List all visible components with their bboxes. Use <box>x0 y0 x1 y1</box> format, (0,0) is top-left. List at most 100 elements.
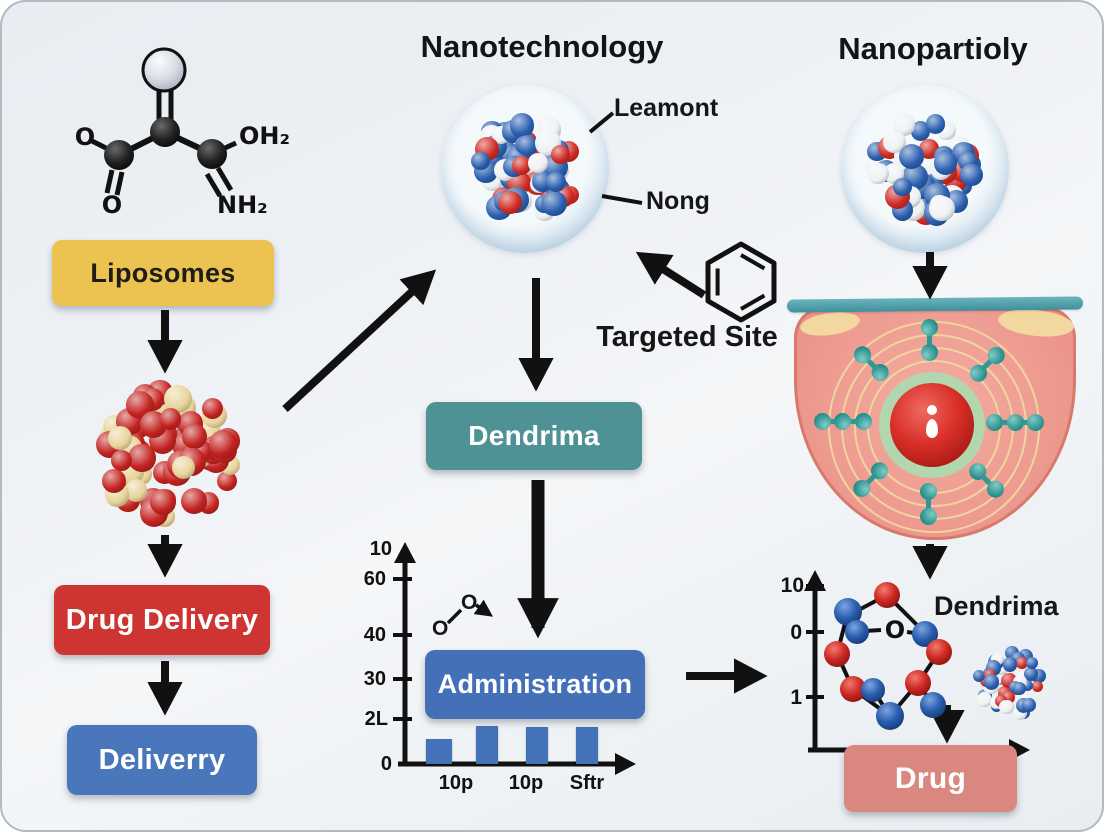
sphere <box>1022 698 1036 712</box>
sphere <box>124 479 148 502</box>
sphere <box>999 699 1014 714</box>
bar <box>576 726 598 764</box>
drug-delivery-label: Drug Delivery <box>65 603 259 636</box>
receptor <box>920 483 938 525</box>
nanoparticle-right <box>841 85 1009 253</box>
drug-label: Drug <box>894 761 967 795</box>
silver-atom <box>141 47 187 93</box>
label-targeted-site: Targeted Site <box>596 321 778 353</box>
sphere <box>540 190 567 217</box>
sphere <box>128 444 156 472</box>
deliverry-box: Deliverry <box>67 725 257 795</box>
sphere <box>180 488 207 515</box>
sphere <box>984 674 1000 690</box>
sphere <box>910 121 931 141</box>
x-tick: Sftr <box>569 772 605 794</box>
sphere <box>202 398 224 420</box>
administration-box: Administration <box>425 650 645 719</box>
title-nanoparticle: Nanopartioly <box>838 31 1028 66</box>
sphere <box>1016 656 1029 669</box>
atom-label-o-bottom: O <box>102 191 122 219</box>
receptor <box>920 319 938 361</box>
sphere <box>898 144 924 170</box>
sphere <box>150 488 177 515</box>
dendrimer-molecule-icon: O <box>824 582 952 730</box>
sphere <box>516 134 538 156</box>
carbon-atom <box>197 139 227 169</box>
sphere <box>1032 680 1044 693</box>
benzene-icon <box>705 241 777 323</box>
carbon-atom <box>150 117 180 147</box>
carbon-atom <box>104 140 134 170</box>
sphere <box>110 449 132 471</box>
administration-label: Administration <box>437 669 633 699</box>
sphere <box>101 468 127 494</box>
x-tick: 10p <box>438 772 474 794</box>
x-tick: 10p <box>508 772 544 794</box>
sphere <box>217 470 238 491</box>
bar <box>476 725 498 764</box>
y-tick: 0 <box>380 753 392 775</box>
sphere <box>181 424 207 450</box>
dendrima-box: Dendrima <box>426 402 642 470</box>
annotation-atom: O <box>461 591 478 614</box>
sphere <box>929 195 955 222</box>
sphere <box>893 177 912 197</box>
sphere <box>1024 666 1038 681</box>
sphere <box>498 190 522 215</box>
sphere <box>973 669 985 682</box>
y-tick: 30 <box>363 668 386 690</box>
sphere <box>1025 656 1038 669</box>
sphere <box>1021 680 1033 692</box>
sphere <box>550 144 570 164</box>
drug-delivery-box: Drug Delivery <box>54 585 270 655</box>
sphere <box>925 114 945 134</box>
sphere <box>883 130 906 154</box>
y-tick: 40 <box>363 624 386 646</box>
sphere <box>159 408 182 430</box>
drug-box: Drug <box>844 745 1017 812</box>
y-tick: 10 <box>369 538 392 560</box>
sphere <box>546 171 567 193</box>
sphere <box>1013 682 1027 696</box>
atom-label-nh2: NH₂ <box>217 191 268 219</box>
atom-label-o-left: O <box>75 123 95 151</box>
sphere <box>208 430 237 459</box>
sphere <box>960 163 984 187</box>
y-tick: 1 <box>790 686 802 709</box>
y-tick: 60 <box>363 568 386 590</box>
label-leamont: Leamont <box>614 94 719 122</box>
chemical-structure-icon: O O OH₂ NH₂ <box>75 47 290 219</box>
y-tick: 0 <box>790 621 802 644</box>
red-nanoparticle-cluster <box>88 378 243 533</box>
y-tick: 2L <box>364 708 388 730</box>
dendrima-label: Dendrima <box>468 420 600 451</box>
arrow-cluster-to-nanoparticle <box>282 269 437 412</box>
sphere <box>867 162 889 184</box>
y-tick: 10 <box>780 574 804 597</box>
deliverry-label: Deliverry <box>98 743 226 776</box>
sphere <box>528 153 548 174</box>
annotation-atom: O <box>432 617 449 640</box>
label-dendrima-right: Dendrima <box>934 591 1059 621</box>
receptor <box>986 413 1044 431</box>
atoms <box>824 582 952 730</box>
sphere <box>108 425 133 450</box>
sphere <box>171 456 195 480</box>
arrow-benzene-to-nanoparticle <box>635 251 707 299</box>
bar <box>526 726 548 764</box>
liposomes-box: Liposomes <box>52 240 274 306</box>
sphere <box>977 692 993 708</box>
sphere <box>892 113 916 136</box>
sphere <box>509 112 535 138</box>
bar <box>426 739 452 764</box>
pointer-line-nong <box>601 194 643 205</box>
title-nanotechnology: Nanotechnology <box>420 29 664 64</box>
nucleus <box>890 383 974 467</box>
sphere <box>933 151 958 175</box>
liposomes-label: Liposomes <box>90 257 236 288</box>
sphere <box>1002 657 1018 673</box>
molecule-o-label: O <box>885 616 905 644</box>
small-nanoparticle-cluster <box>970 643 1050 723</box>
